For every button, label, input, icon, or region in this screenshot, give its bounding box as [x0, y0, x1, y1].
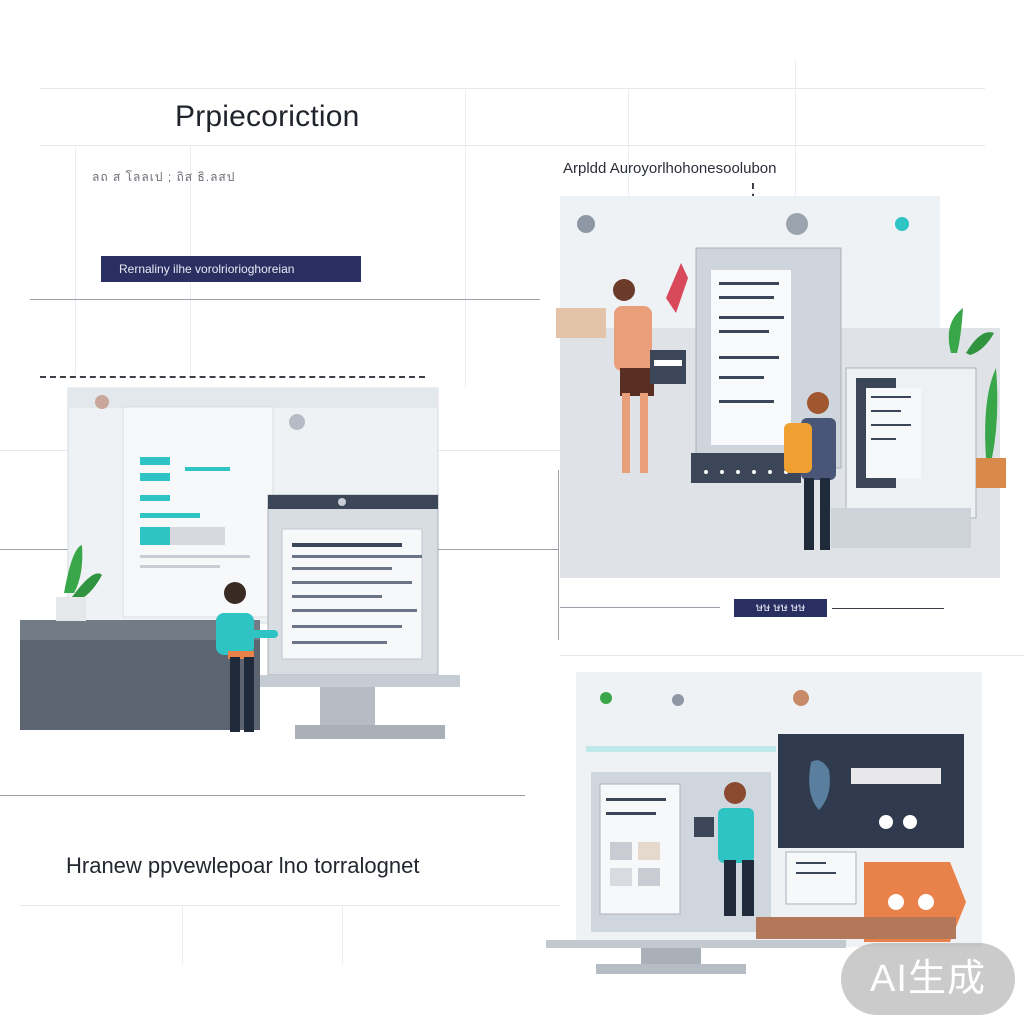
grid-line: [342, 905, 343, 965]
top-right-illustration: [556, 178, 1006, 578]
subtitle-left: ลถ ส โลลเป ; ถิส ธิ.ลสป: [92, 170, 236, 184]
grid-line: [40, 145, 985, 146]
connector-line: [0, 795, 525, 796]
subtitle-right: Arpldd Auroyorlhohonesoolubon: [563, 160, 777, 177]
connector-line: [560, 607, 720, 608]
connector-line: [30, 299, 540, 300]
grid-line: [20, 905, 560, 906]
grid-line: [182, 905, 183, 965]
bottom-caption: Hranew ppvewlepoar lno torralognet: [66, 853, 420, 878]
avatar-icon: [95, 395, 109, 409]
left-illustration: [20, 385, 490, 755]
dot-icon: [600, 692, 612, 704]
page-title: Prpiecoriction: [175, 100, 360, 133]
connector-line: [832, 608, 944, 609]
settings-icon: [793, 690, 809, 706]
grid-line: [628, 88, 629, 198]
settings-icon: [289, 414, 305, 430]
watermark-badge: AI生成: [841, 943, 1015, 1015]
grid-line: [75, 145, 76, 375]
grid-line: [40, 88, 985, 89]
dot-icon: [672, 694, 684, 706]
grid-line: [465, 88, 466, 388]
dot-icon: [895, 217, 909, 231]
settings-icon: [786, 213, 808, 235]
grid-line: [560, 655, 1024, 656]
grid-line: [795, 60, 796, 200]
dot-icon: [577, 215, 595, 233]
bottom-right-illustration: [546, 672, 986, 977]
section-banner: Rernaliny ilhe vorolriorioghoreian: [101, 256, 361, 282]
connector-line: [558, 470, 559, 640]
dashed-connector: [40, 376, 425, 378]
mini-banner: ษษ ษษ ษษ: [734, 599, 827, 617]
